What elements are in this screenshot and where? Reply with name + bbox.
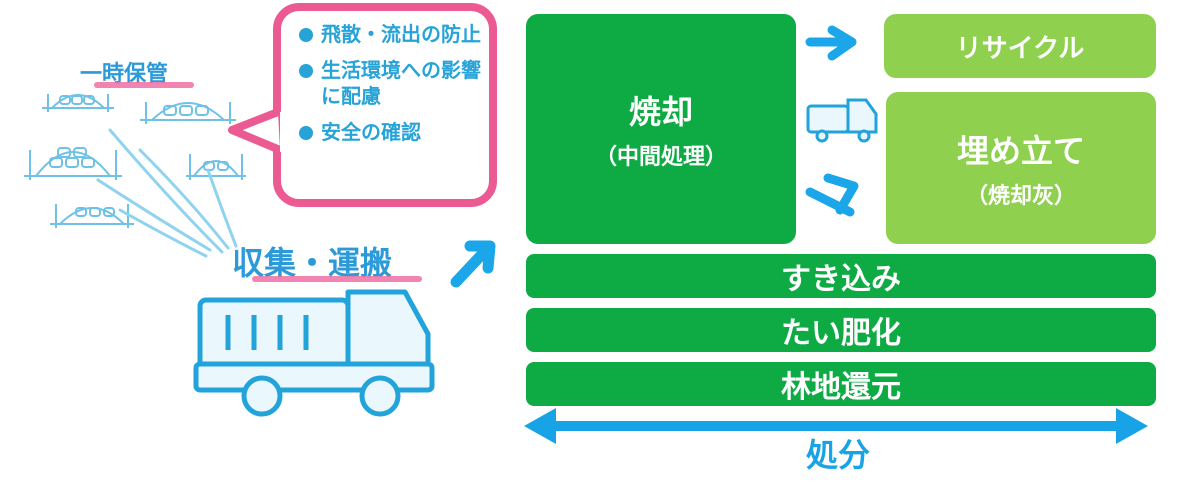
small-truck-icon	[806, 98, 878, 143]
bar-label: すき込み	[781, 262, 901, 297]
right-chevron-arrow-icon	[805, 173, 859, 217]
incineration-subtitle: （中間処理）	[594, 145, 727, 170]
bar-label: 林地還元	[781, 370, 901, 405]
truck-icon	[193, 289, 435, 417]
recycle-label: リサイクル	[955, 33, 1085, 64]
precautions-callout: 飛散・流出の防止 生活環境への影響に配慮 安全の確認	[273, 3, 497, 207]
storage-underline	[94, 82, 194, 88]
right-chevron-arrow-icon	[450, 240, 496, 288]
bar-suki: すき込み	[526, 254, 1156, 298]
incineration-box: 焼却 （中間処理）	[526, 14, 796, 244]
landfill-box: 埋め立て （焼却灰）	[886, 92, 1156, 244]
landfill-title: 埋め立て	[956, 132, 1085, 170]
callout-item: 安全の確認	[299, 119, 489, 145]
storage-bags-icon	[24, 94, 246, 228]
bar-taihi: たい肥化	[526, 308, 1156, 352]
callout-item: 飛散・流出の防止	[299, 21, 489, 47]
bar-label: たい肥化	[781, 316, 901, 351]
recycle-box: リサイクル	[884, 14, 1156, 78]
disposal-label: 処分	[805, 436, 870, 474]
bar-rinchi: 林地還元	[526, 362, 1156, 406]
right-chevron-arrow-icon	[805, 25, 857, 61]
incineration-title: 焼却	[628, 93, 693, 131]
collection-underline	[252, 276, 422, 282]
callout-item: 生活環境への影響に配慮	[299, 57, 489, 109]
flow-arrows-icon	[96, 128, 238, 258]
landfill-subtitle: （焼却灰）	[965, 184, 1076, 209]
collection-label: 収集・運搬	[232, 244, 393, 282]
